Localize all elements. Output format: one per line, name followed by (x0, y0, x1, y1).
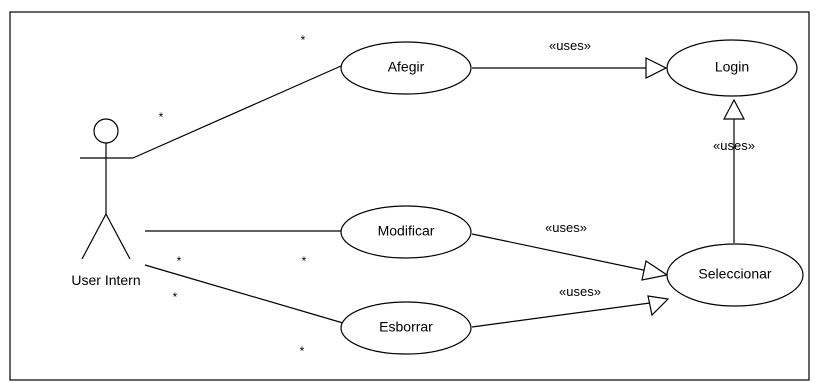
actor-user-intern: User Intern (71, 118, 141, 288)
uses-seleccionar-login-label: «uses» (713, 138, 755, 153)
usecase-afegir-label: Afegir (388, 59, 425, 75)
association-afegir (132, 65, 342, 159)
uses-modificar-seleccionar-line (471, 233, 649, 272)
usecase-login: Login (666, 39, 798, 97)
usecase-login-label: Login (715, 59, 749, 75)
multiplicity-modificar-actor: * (177, 254, 182, 268)
uses-esborrar-seleccionar-line (471, 302, 651, 328)
usecase-seleccionar-ellipse (666, 243, 804, 307)
uses-modificar-seleccionar-label: «uses» (545, 220, 587, 235)
uses-esborrar-seleccionar-arrowhead (647, 295, 670, 317)
multiplicity-afegir-actor: * (159, 110, 164, 124)
usecase-modificar: Modificar (340, 205, 472, 259)
usecase-modificar-ellipse (340, 205, 472, 259)
uses-afegir-login-label: «uses» (549, 38, 591, 53)
usecase-seleccionar: Seleccionar (666, 243, 804, 307)
usecase-seleccionar-label: Seleccionar (698, 266, 771, 282)
multiplicity-afegir-usecase: * (301, 33, 306, 47)
usecase-esborrar: Esborrar (340, 301, 472, 355)
uses-seleccionar-login-arrowhead (723, 98, 745, 120)
actor-head (93, 118, 119, 144)
association-esborrar (144, 264, 344, 324)
actor-right-leg (105, 213, 131, 260)
multiplicity-esborrar-usecase: * (300, 344, 305, 358)
diagram-frame (9, 11, 810, 381)
usecase-afegir-ellipse (340, 41, 472, 95)
usecase-login-ellipse (666, 39, 798, 97)
uses-modificar-seleccionar-arrowhead (641, 260, 669, 281)
actor-left-leg (81, 213, 107, 260)
multiplicity-esborrar-actor: * (173, 290, 178, 304)
usecase-esborrar-label: Esborrar (379, 319, 433, 335)
usecase-modificar-label: Modificar (378, 223, 435, 239)
usecase-esborrar-ellipse (340, 301, 472, 355)
actor-label: User Intern (71, 272, 140, 288)
uses-esborrar-seleccionar-label: «uses» (559, 284, 601, 299)
usecase-afegir: Afegir (340, 41, 472, 95)
uses-afegir-login-arrowhead (645, 57, 668, 79)
multiplicity-modificar-usecase: * (302, 254, 307, 268)
